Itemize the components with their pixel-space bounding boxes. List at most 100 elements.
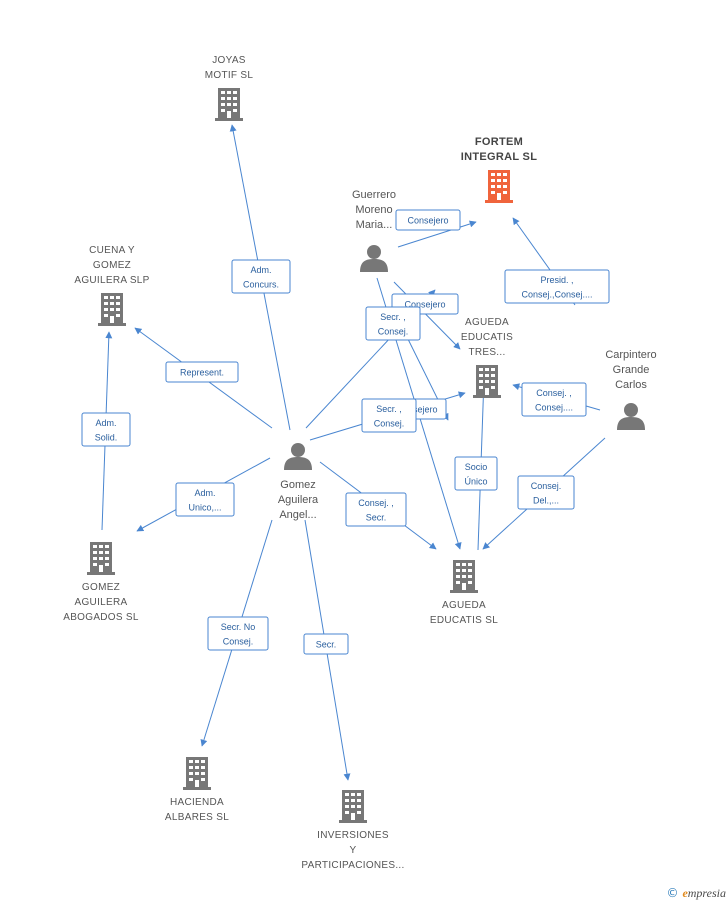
company-node-joyas[interactable]: JOYAS MOTIF SL (205, 55, 254, 121)
brand-footer[interactable]: ©empresia (666, 886, 726, 901)
company-node-fortem[interactable]: FORTEM INTEGRAL SL (461, 136, 537, 203)
relation-label-r8[interactable]: Secr. , Consej. (361, 398, 417, 433)
relation-label-r10[interactable]: Consej. , Consej.... (521, 382, 587, 417)
company-name: PARTICIPACIONES... (301, 860, 404, 871)
relation-edge (393, 281, 461, 350)
relation-label-r15[interactable]: Secr. (303, 633, 349, 655)
person-name: Moreno (355, 204, 392, 216)
company-name: EDUCATIS (461, 332, 513, 343)
relation-edge (397, 220, 477, 248)
company-node-inversiones[interactable]: INVERSIONES Y PARTICIPACIONES... (301, 790, 404, 871)
person-node-guerrero[interactable]: GuerreroMorenoMaria... (352, 189, 396, 272)
relation-label-text: Secr. (366, 513, 387, 523)
company-name: GOMEZ (93, 260, 131, 271)
company-name: Y (350, 845, 357, 856)
relation-label-text: Represent. (180, 368, 224, 378)
relation-label-r4[interactable]: Adm. Unico,... (175, 482, 235, 517)
relation-label-r14[interactable]: Secr. No Consej. (207, 616, 269, 651)
relation-label-text: Adm. (250, 265, 271, 275)
company-node-hacienda[interactable]: HACIENDA ALBARES SL (165, 757, 229, 823)
relation-label-text: Consej. (223, 637, 254, 647)
company-node-agueda[interactable]: AGUEDA EDUCATIS SL (430, 560, 498, 626)
person-name: Guerrero (352, 189, 396, 201)
company-name: AGUEDA (442, 600, 486, 611)
relation-label-text: Único (464, 477, 487, 487)
relation-label-text: Consej. (531, 481, 562, 491)
relation-label-text: Unico,... (188, 503, 221, 513)
relation-label-text: Consej.,Consej.... (521, 290, 592, 300)
building-icon (183, 757, 211, 790)
person-icon (617, 403, 645, 430)
building-icon (339, 790, 367, 823)
relation-label-text: Consej. (378, 327, 409, 337)
relation-label-r1[interactable]: Adm. Concurs. (231, 259, 291, 294)
person-name: Gomez (280, 479, 315, 491)
edge-labels-layer: ConsejeroAdm.Concurs.Represent.Adm.Solid… (81, 209, 610, 655)
relation-label-text: Consej. , (358, 498, 394, 508)
company-name: TRES... (468, 347, 505, 358)
person-name: Maria... (356, 219, 393, 231)
company-node-agueda_tres[interactable]: AGUEDA EDUCATIS TRES... (461, 317, 513, 398)
brand-name: mpresia (687, 886, 726, 900)
building-icon (450, 560, 478, 593)
relation-label-r5[interactable]: Consejero (395, 209, 461, 231)
relation-label-text: Adm. (95, 418, 116, 428)
company-name: AGUILERA (75, 597, 128, 608)
relation-label-text: Secr. No (221, 622, 256, 632)
relation-label-text: Secr. (316, 640, 337, 650)
relation-label-r7[interactable]: Secr. , Consej. (365, 306, 421, 341)
relation-label-text: Solid. (95, 433, 118, 443)
company-name: JOYAS (212, 55, 246, 66)
relation-label-text: Socio (465, 462, 488, 472)
building-icon (98, 293, 126, 326)
relation-label-text: Consejero (407, 216, 448, 226)
relation-label-text: Presid. , (540, 275, 573, 285)
relation-label-text: Adm. (194, 488, 215, 498)
person-icon (284, 443, 312, 470)
company-name: MOTIF SL (205, 70, 254, 81)
person-node-gomez[interactable]: GomezAguileraAngel... (278, 443, 319, 521)
edges-layer (101, 124, 606, 781)
relation-label-text: Concurs. (243, 280, 279, 290)
company-name: EDUCATIS SL (430, 615, 498, 626)
relation-label-r9[interactable]: Presid. , Consej.,Consej.... (504, 269, 610, 304)
building-icon (485, 170, 513, 203)
company-name: AGUILERA SLP (74, 275, 149, 286)
relation-label-text: Consej. (374, 419, 405, 429)
relation-label-text: Consejero (396, 405, 437, 415)
company-name: FORTEM (475, 136, 523, 148)
relation-label-text: Del.,... (533, 496, 559, 506)
person-name: Aguilera (278, 494, 319, 506)
relation-label-r12[interactable]: Consej. Del.,... (517, 475, 575, 510)
relation-label-text: Consejero (404, 300, 445, 310)
building-icon (215, 88, 243, 121)
person-name: Carpintero (605, 349, 656, 361)
company-name: CUENA Y (89, 245, 135, 256)
company-name: ABOGADOS SL (63, 612, 139, 623)
copyright-icon: © (666, 886, 679, 900)
company-name: INTEGRAL SL (461, 151, 537, 163)
company-name: HACIENDA (170, 797, 224, 808)
relation-label-r2[interactable]: Represent. (165, 361, 239, 383)
company-name: ALBARES SL (165, 812, 229, 823)
company-node-cuena[interactable]: CUENA Y GOMEZ AGUILERA SLP (74, 245, 149, 326)
nodes-layer: JOYAS MOTIF SL FORTEM INTEGRAL SL CUENA Y GOM… (63, 55, 656, 871)
relation-label-r3[interactable]: Adm. Solid. (81, 412, 131, 447)
person-name: Grande (613, 364, 650, 376)
relation-label-text: Secr. , (380, 312, 406, 322)
building-icon (473, 365, 501, 398)
relation-label-text: Consej. , (536, 388, 572, 398)
company-name: AGUEDA (465, 317, 509, 328)
relation-label-r13[interactable]: Consej. , Secr. (345, 492, 407, 527)
brand-initial: e (682, 886, 688, 900)
person-icon (360, 245, 388, 272)
relation-label-text: Secr. , (376, 404, 402, 414)
building-icon (87, 542, 115, 575)
person-name: Angel... (279, 509, 316, 521)
company-name: INVERSIONES (317, 830, 389, 841)
person-name: Carlos (615, 379, 647, 391)
relation-label-text: Consej.... (535, 403, 573, 413)
